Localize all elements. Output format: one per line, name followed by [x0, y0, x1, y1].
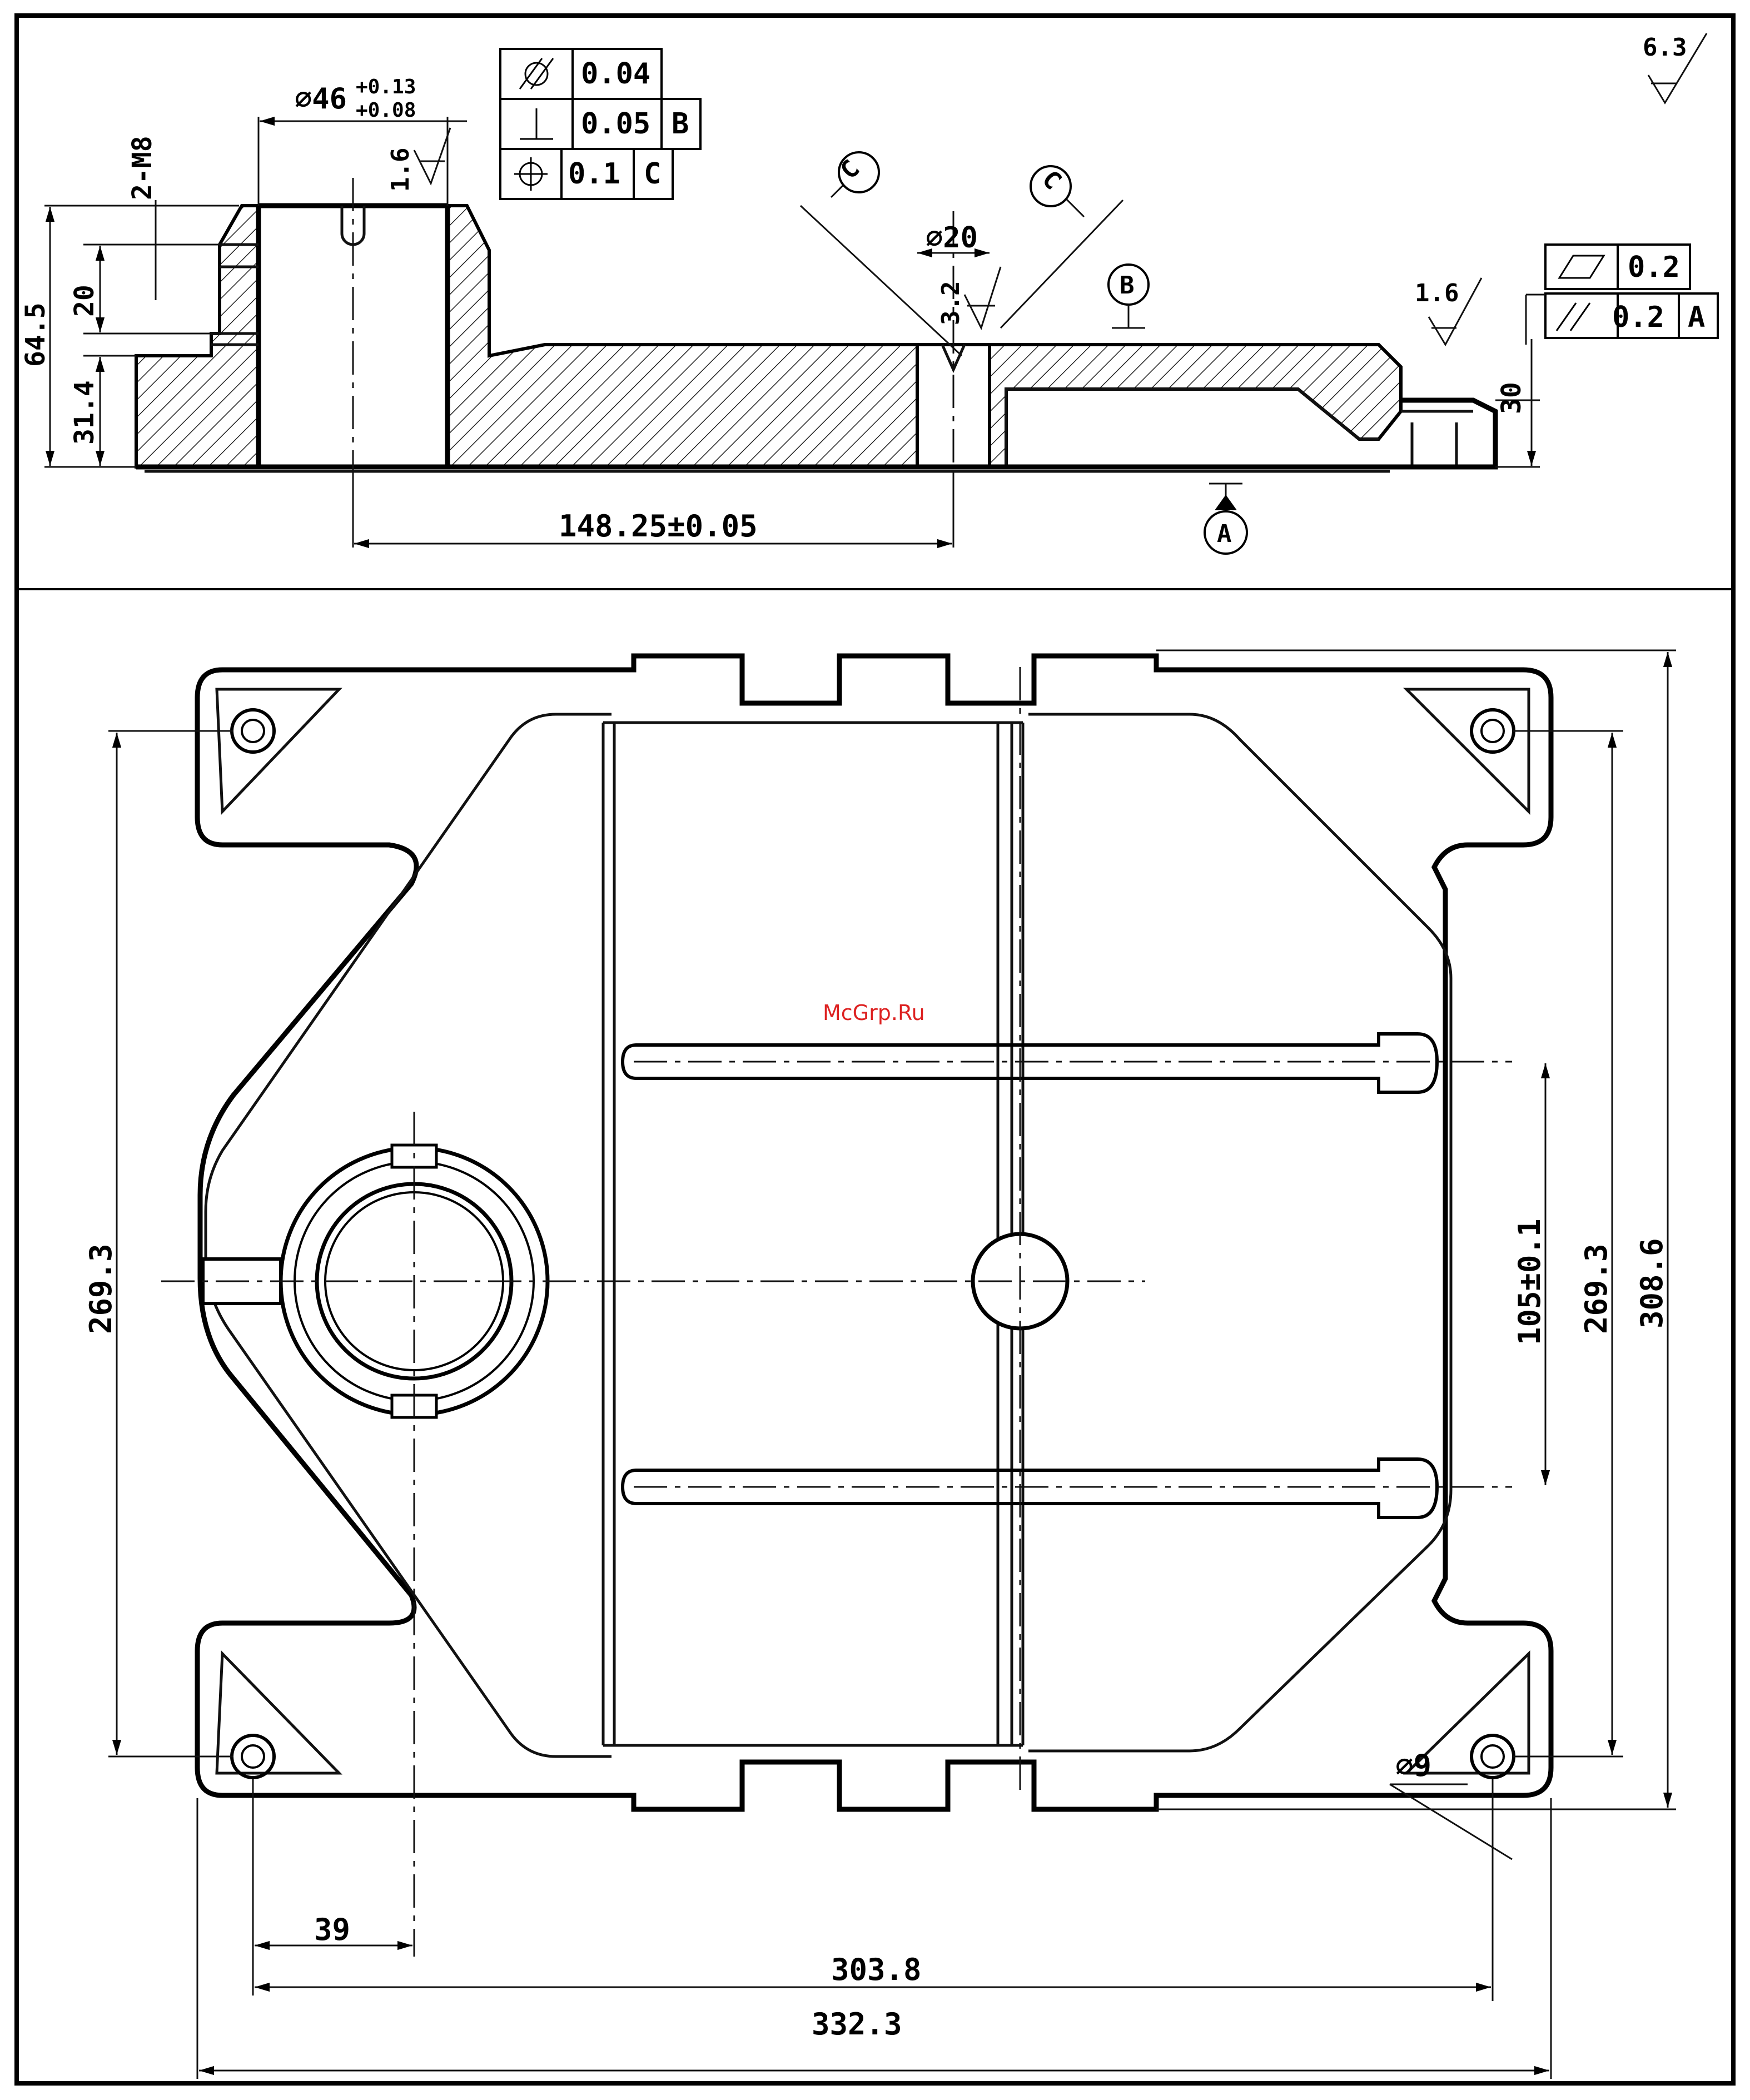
mounting-hole-top-right: [1471, 710, 1514, 752]
plan-view: 269.3 105±0.1 269.3 308.6 ⌀9 39 303.8 33…: [83, 650, 1676, 2079]
watermark: McGrp.Ru: [823, 1001, 925, 1025]
roughness-general: 6.3: [1643, 33, 1687, 62]
tol-left-1-value: 0.05: [581, 107, 650, 141]
dim-269-left: 269.3: [83, 1243, 118, 1334]
right-foot-detail: [1401, 411, 1473, 467]
dim-105: 105±0.1: [1512, 1218, 1547, 1345]
tolerance-frame-left: 0.04 0.05 B 0.1 C: [500, 49, 700, 199]
tol-left-0-value: 0.04: [581, 57, 650, 91]
rib-bottom-left: [217, 1654, 339, 1773]
roughness-pin-symbol: [965, 267, 1001, 328]
center-distance: 148.25±0.05: [559, 509, 758, 544]
dim-31-4: 31.4: [69, 380, 100, 445]
tol-right-1-value: 0.2: [1612, 301, 1664, 334]
pin-dia: ⌀20: [926, 221, 978, 255]
plate-inner-contour: [206, 714, 611, 1756]
slot-lower: [623, 1459, 1437, 1517]
hole-dia: ⌀9: [1395, 1748, 1431, 1783]
svg-text:B: B: [1120, 271, 1135, 300]
mounting-hole-top-left: [232, 710, 274, 752]
boss-section-right-wall: [448, 206, 917, 467]
perpendicularity-icon: [520, 108, 553, 139]
flatness-icon: [1559, 256, 1604, 278]
dim-303-8: 303.8: [831, 1952, 922, 1987]
datum-c-right: C: [1001, 165, 1123, 328]
hole-tol-lower: +0.08: [356, 99, 416, 122]
roughness-bore: 1.6: [386, 148, 415, 192]
rib-top-right: [1406, 689, 1529, 812]
dim-39: 39: [314, 1912, 350, 1947]
datum-b: B: [1108, 265, 1149, 328]
plate-inner-contour-right: [1028, 714, 1451, 1751]
parallelism-icon: [1557, 303, 1590, 331]
plate-section-right: [990, 345, 1401, 467]
tol-left-2-value: 0.1: [568, 157, 620, 191]
datum-a: A: [1205, 484, 1247, 554]
mounting-hole-bottom-right: [1471, 1735, 1514, 1778]
dim-308-6: 308.6: [1634, 1238, 1669, 1328]
tol-left-1-datum: B: [672, 107, 689, 141]
rib-top-left: [217, 689, 339, 812]
hole-dim: ⌀46: [295, 82, 347, 116]
roughness-bore-symbol: [414, 128, 450, 183]
dim-30: 30: [1496, 382, 1527, 414]
dim-20: 20: [69, 285, 100, 317]
thread-callout: 2-M8: [127, 136, 158, 200]
section-view: 64.5 20 31.4 2-M8 ⌀46 +0.13 +0.08 1.6: [20, 33, 1718, 554]
roughness-pin: 3.2: [937, 281, 965, 325]
position-icon: [514, 157, 548, 191]
cylindricity-icon: [520, 58, 553, 89]
tolerance-frame-right: 0.2 0.2 A: [1545, 245, 1718, 338]
dim-332-3: 332.3: [812, 2007, 902, 2042]
plate-outer-contour: [197, 656, 1551, 1809]
roughness-base: 1.6: [1415, 279, 1459, 307]
hole-tol-upper: +0.13: [356, 76, 416, 98]
dim-269-right: 269.3: [1579, 1243, 1614, 1334]
tol-right-0-value: 0.2: [1628, 251, 1680, 284]
mounting-hole-bottom-left: [232, 1735, 274, 1778]
channel-left: [603, 723, 614, 1745]
svg-text:A: A: [1217, 520, 1232, 548]
dim-269-left-ext: [108, 731, 233, 1756]
tol-right-1-datum: A: [1688, 301, 1705, 334]
slot-upper: [623, 1034, 1437, 1092]
dim-64-5: 64.5: [20, 302, 51, 367]
tol-left-2-datum: C: [644, 157, 661, 191]
dim-308-6-ext: [1156, 650, 1676, 1809]
